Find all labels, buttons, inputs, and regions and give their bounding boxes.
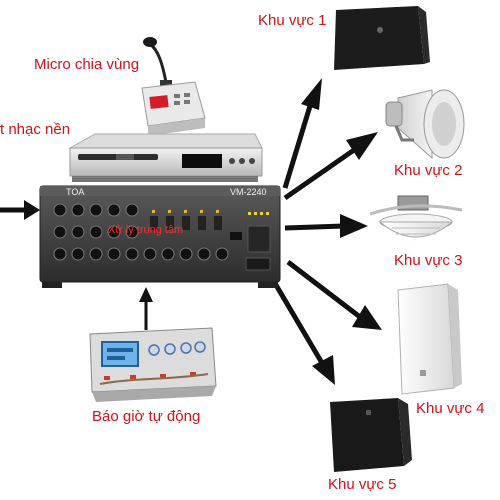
zone-2-label: Khu vực 2 — [394, 162, 463, 179]
arrow-from-auto-timer — [139, 287, 153, 330]
horn-speaker-icon — [385, 89, 465, 160]
arrow-to-zone-3 — [284, 214, 368, 238]
auto-timer-label: Báo giờ tự động — [92, 408, 201, 425]
arrow-to-zone-5 — [273, 283, 335, 385]
central-processing-label: Xử lý trung tâm — [108, 224, 184, 236]
zone-1-label: Khu vực 1 — [258, 12, 327, 29]
arrow-to-zone-2 — [283, 132, 378, 201]
wall-speaker-black-icon — [334, 6, 430, 70]
arrow-to-zone-1 — [282, 78, 322, 189]
zone-3-label: Khu vực 3 — [394, 252, 463, 269]
background-music-label: t nhạc nền — [0, 121, 71, 138]
paging-microphone-icon — [141, 37, 206, 136]
zone-5-label: Khu vực 5 — [328, 476, 397, 493]
ceiling-speaker-icon — [369, 195, 463, 238]
auto-bell-timer-icon — [89, 327, 217, 402]
dvd-player-icon — [68, 133, 263, 182]
column-speaker-white-icon — [397, 283, 462, 395]
box-speaker-black-icon — [330, 398, 412, 472]
input-arrow — [0, 200, 40, 220]
arrow-to-zone-4 — [286, 260, 382, 330]
zone-4-label: Khu vực 4 — [416, 400, 485, 417]
mixer-amplifier-icon — [39, 185, 281, 288]
amplifier-brand-label: TOA — [66, 187, 85, 197]
amplifier-model-label: VM-2240 — [230, 187, 267, 197]
micro-chia-vung-label: Micro chia vùng — [34, 56, 140, 73]
